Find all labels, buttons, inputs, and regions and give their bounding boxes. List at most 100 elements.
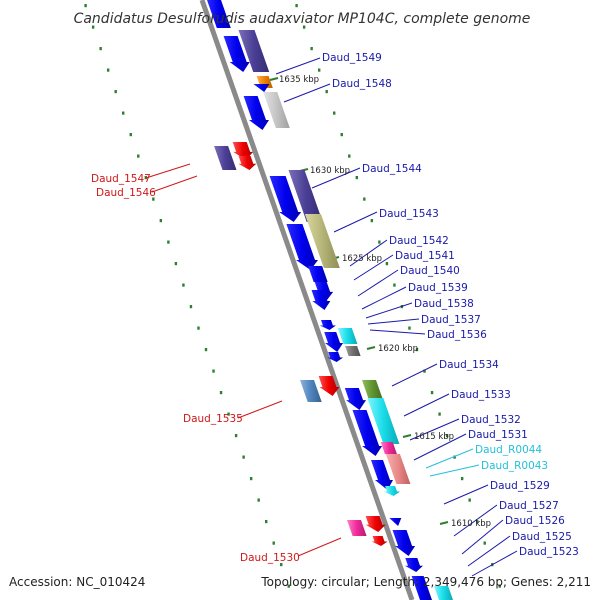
kbp-label: 1615 kbp [414,432,454,442]
tick-dot [378,240,381,244]
gene-feature[interactable] [286,224,318,270]
gene-label-daud-1548[interactable]: Daud_1548 [332,78,392,90]
gene-label-daud-1527[interactable]: Daud_1527 [499,500,559,512]
gene-label-daud-1541[interactable]: Daud_1541 [395,250,455,262]
gene-feature[interactable] [380,442,397,454]
tick-dot [197,326,200,330]
gene-label-daud-1533[interactable]: Daud_1533 [451,389,511,401]
label-connector [369,329,426,335]
gene-feature[interactable] [324,332,344,352]
gene-label-daud-1526[interactable]: Daud_1526 [505,515,565,527]
major-tick [269,77,279,81]
label-connector [365,302,413,319]
tick-dot [325,90,328,94]
gene-label-daud-1534[interactable]: Daud_1534 [439,359,499,371]
label-connector [471,550,518,577]
gene-label-daud-1538[interactable]: Daud_1538 [414,298,474,310]
gene-feature[interactable] [392,530,416,556]
gene-label-daud-1530[interactable]: Daud_1530 [240,552,300,564]
gene-feature[interactable] [238,30,270,72]
tick-dot [393,283,396,287]
gene-label-daud-1546[interactable]: Daud_1546 [96,187,156,199]
gene-feature[interactable] [223,36,250,72]
tick-dot [370,219,374,223]
gene-feature[interactable] [318,376,340,396]
gene-feature[interactable] [337,328,358,344]
tick-dot [219,391,223,395]
genome-title: Candidatus Desulforudis audaxviator MP10… [74,11,531,27]
gene-label-daud-1531[interactable]: Daud_1531 [468,429,528,441]
gene-feature[interactable] [263,92,290,128]
gene-label-daud-r0043[interactable]: Daud_R0043 [481,460,548,472]
gene-feature[interactable] [253,84,270,92]
gene-label-daud-1540[interactable]: Daud_1540 [400,265,460,277]
gene-feature[interactable] [214,146,237,170]
gene-feature[interactable] [238,156,257,170]
gene-label-daud-1525[interactable]: Daud_1525 [512,531,572,543]
gene-label-daud-1537[interactable]: Daud_1537 [421,314,481,326]
gene-feature[interactable] [311,290,331,310]
label-connector [361,286,407,310]
gene-feature[interactable] [345,346,361,356]
gene-feature[interactable] [371,536,388,546]
gene-label-daud-r0044[interactable]: Daud_R0044 [475,444,542,456]
tick-dot [317,68,321,72]
gene-feature[interactable] [319,320,336,330]
gene-feature[interactable] [300,380,322,402]
gene-feature[interactable] [314,282,334,300]
gene-label-daud-1547[interactable]: Daud_1547 [91,173,151,185]
gene-feature[interactable] [207,0,231,28]
label-connector [413,433,467,461]
gene-feature[interactable] [352,410,383,456]
gene-feature[interactable] [367,398,400,444]
gene-feature[interactable] [347,520,367,536]
genome-summary: Topology: circular; Length: 2,349,476 bp… [260,575,591,589]
tick-dot [430,391,434,395]
tick-dot [167,240,170,244]
label-connector [357,269,399,297]
kbp-label: 1610 kbp [451,519,491,529]
tick-dot [476,520,479,524]
gene-feature[interactable] [308,266,328,282]
gene-feature[interactable] [304,214,340,268]
tick-dot [280,563,283,567]
gene-feature[interactable] [232,142,254,160]
tick-dot [129,133,132,137]
tick-dot [468,498,471,502]
kbp-label: 1635 kbp [279,75,319,85]
gene-feature[interactable] [384,486,401,496]
tick-dot [408,326,411,330]
label-connector [367,318,420,325]
gene-label-daud-1532[interactable]: Daud_1532 [461,414,521,426]
gene-feature[interactable] [434,586,453,600]
label-connector [275,57,321,75]
gene-feature[interactable] [288,170,323,222]
gene-feature[interactable] [385,454,411,484]
gene-feature[interactable] [389,518,402,526]
tick-dot [445,434,449,438]
gene-label-daud-1549[interactable]: Daud_1549 [322,52,382,64]
tick-dot [137,154,140,158]
gene-feature[interactable] [365,516,386,532]
gene-feature[interactable] [243,96,269,130]
gene-feature[interactable] [411,576,432,600]
gene-label-daud-1536[interactable]: Daud_1536 [427,329,487,341]
gene-label-daud-1543[interactable]: Daud_1543 [379,208,439,220]
kbp-label: 1625 kbp [342,254,382,264]
label-connector [443,484,489,505]
gene-label-daud-1544[interactable]: Daud_1544 [362,163,422,175]
gene-feature[interactable] [371,460,393,490]
gene-label-daud-1542[interactable]: Daud_1542 [389,235,449,247]
gene-feature[interactable] [344,388,367,410]
major-tick [439,521,449,525]
gene-feature[interactable] [269,176,302,222]
gene-label-daud-1529[interactable]: Daud_1529 [490,480,550,492]
gene-feature[interactable] [404,558,423,572]
label-connector [311,167,361,189]
gene-label-daud-1523[interactable]: Daud_1523 [519,546,579,558]
gene-feature[interactable] [327,352,344,362]
tick-dot [438,412,441,416]
gene-label-daud-1535[interactable]: Daud_1535 [183,413,243,425]
gene-label-daud-1539[interactable]: Daud_1539 [408,282,468,294]
